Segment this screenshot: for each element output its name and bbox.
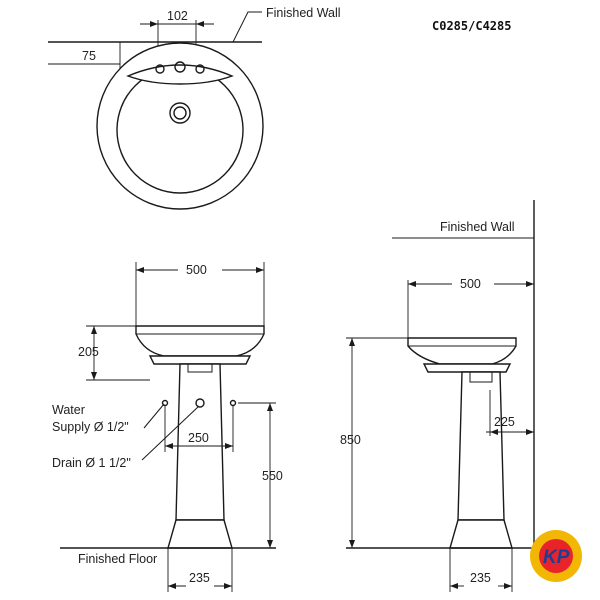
side-pedestal-base — [449, 519, 513, 549]
plan-wall-leader — [232, 11, 262, 43]
front-supply-right — [229, 399, 237, 407]
plan-dim-102: 102 — [167, 9, 188, 23]
front-supply-leader — [143, 403, 165, 429]
front-supply-arrow-right — [225, 443, 233, 449]
front-pedestal-notch — [187, 364, 213, 373]
front-height-arrow-bottom — [267, 540, 273, 548]
side-dim-500: 500 — [460, 277, 481, 291]
plan-drain-inner — [173, 106, 187, 120]
front-pedestal-base — [167, 519, 233, 549]
front-depth-arrow-bottom — [91, 372, 97, 380]
plan-tap-hole-right — [195, 64, 205, 74]
front-finished-floor-label: Finished Floor — [78, 552, 157, 566]
side-pedestal-notch — [469, 372, 493, 383]
side-width-arrow-right — [526, 281, 534, 287]
front-water-label: Water — [52, 403, 85, 417]
front-dim-235: 235 — [189, 571, 210, 585]
front-base-arrow-left — [168, 583, 176, 589]
side-offset-arrow-left — [490, 429, 498, 435]
front-depth-arrow-top — [91, 326, 97, 334]
front-width-arrow-right — [256, 267, 264, 273]
side-pedestal — [457, 371, 505, 521]
front-dim-205: 205 — [78, 345, 99, 359]
plan-finished-wall-label: Finished Wall — [266, 6, 341, 20]
side-basin-bracket — [422, 363, 512, 373]
side-dim-225: 225 — [494, 415, 515, 429]
front-view: 500 205 Water Supply Ø 1/2" Drain Ø 1 1/… — [52, 262, 283, 592]
front-base-arrow-right — [224, 583, 232, 589]
logo-text: KP — [543, 547, 570, 568]
side-base-arrow-right — [504, 583, 512, 589]
front-basin — [135, 325, 265, 357]
plan-tap-hole-center — [174, 61, 186, 73]
side-view: Finished Wall 500 850 225 — [340, 200, 535, 592]
front-drain-leader — [141, 405, 200, 461]
side-basin — [407, 337, 517, 365]
plan-drain-outer — [169, 102, 191, 124]
side-base-arrow-left — [450, 583, 458, 589]
front-dim-500: 500 — [186, 263, 207, 277]
side-dim-235: 235 — [470, 571, 491, 585]
side-width-arrow-left — [408, 281, 416, 287]
front-supply-arrow-left — [165, 443, 173, 449]
front-drain-label: Drain Ø 1 1/2" — [52, 456, 131, 470]
plan-tap-arrow-right — [196, 21, 204, 27]
side-dim-850: 850 — [340, 433, 361, 447]
side-finished-wall-label: Finished Wall — [440, 220, 515, 234]
side-height-arrow-bottom — [349, 540, 355, 548]
front-supply-left — [161, 399, 169, 407]
plan-view: Finished Wall 102 75 — [48, 6, 341, 210]
plan-basin-outer — [96, 42, 264, 210]
front-dim-550: 550 — [262, 469, 283, 483]
model-code: C0285/C4285 — [432, 19, 511, 33]
plan-tap-arrow-left — [150, 21, 158, 27]
plan-tap-hole-left — [155, 64, 165, 74]
front-water-size: Supply Ø 1/2" — [52, 420, 129, 434]
side-height-arrow-top — [349, 338, 355, 346]
front-height-arrow-top — [267, 403, 273, 411]
side-offset-arrow-right — [526, 429, 534, 435]
plan-tap-deck — [126, 64, 234, 85]
front-basin-bracket — [148, 355, 252, 365]
brand-logo: KP — [530, 530, 582, 582]
logo-core — [539, 539, 573, 573]
front-width-arrow-left — [136, 267, 144, 273]
front-drain — [195, 398, 205, 408]
plan-dim-75: 75 — [82, 49, 96, 63]
front-dim-250: 250 — [188, 431, 209, 445]
